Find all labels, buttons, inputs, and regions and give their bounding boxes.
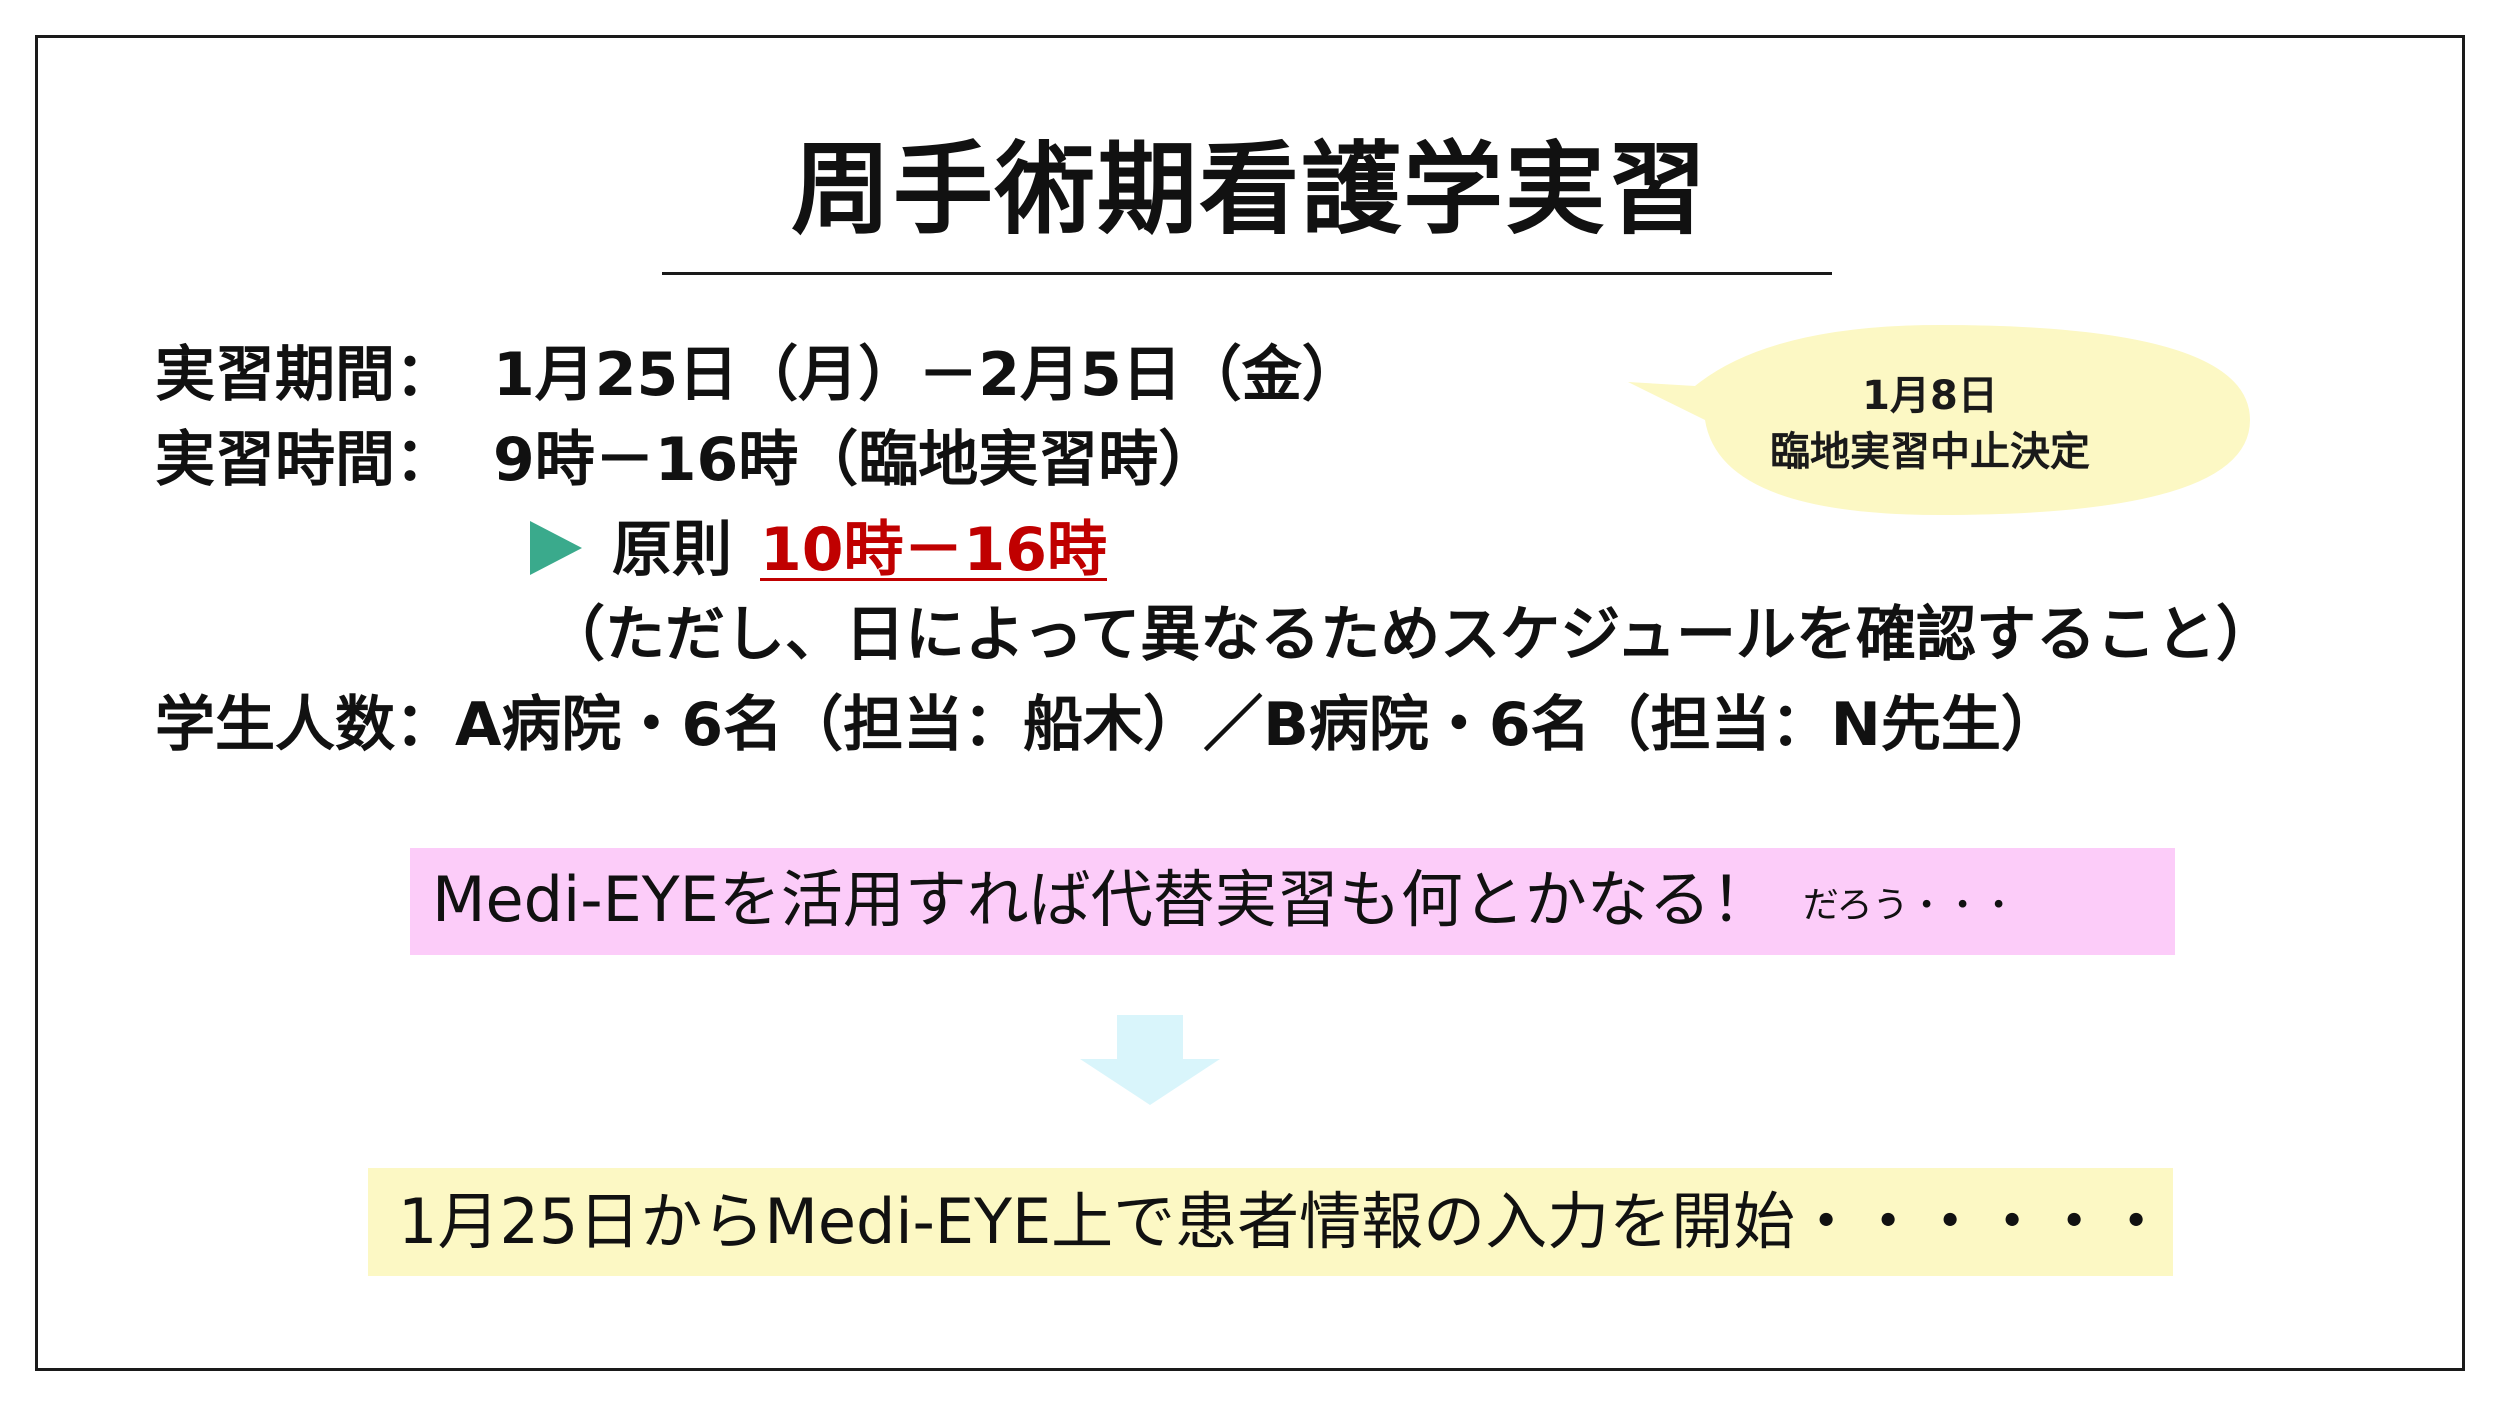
period-label: 実習期間：	[155, 340, 455, 410]
callout-text: 1月8日 臨地実習中止決定	[1600, 368, 2260, 480]
slide-frame	[35, 35, 2465, 1371]
yellow-banner-text: 1月25日からMedi-EYE上で患者情報の入力を開始・・・・・・	[398, 1185, 2168, 1258]
pink-banner: Medi-EYEを活用すれば代替実習も何とかなる！ だろう・・・	[410, 848, 2175, 955]
speech-bubble-callout: 1月8日 臨地実習中止決定	[1600, 320, 2260, 520]
period-value: 1月25日（月）－2月5日（金）	[493, 340, 1362, 410]
down-arrow-icon	[1075, 1015, 1225, 1111]
title-underline	[662, 272, 1832, 275]
hours-value: 9時－16時（臨地実習時）	[493, 425, 1219, 495]
pink-banner-main: Medi-EYEを活用すれば代替実習も何とかなる！	[432, 863, 1773, 936]
principle-row: 原則 10時－16時	[530, 510, 1107, 590]
play-triangle-icon	[530, 521, 582, 576]
yellow-banner: 1月25日からMedi-EYE上で患者情報の入力を開始・・・・・・	[368, 1168, 2173, 1276]
callout-date: 1月8日	[1862, 373, 1998, 419]
hours-row: 実習時間： 9時－16時（臨地実習時）	[155, 420, 1218, 500]
callout-message: 臨地実習中止決定	[1770, 429, 2090, 475]
period-row: 実習期間： 1月25日（月）－2月5日（金）	[155, 335, 1362, 415]
hours-label: 実習時間：	[155, 425, 455, 495]
pink-banner-text: Medi-EYEを活用すれば代替実習も何とかなる！ だろう・・・	[432, 860, 2017, 950]
speech-bubble-shape	[1628, 325, 2250, 515]
principle-highlight: 10時－16時	[760, 515, 1107, 585]
principle-prefix: 原則	[612, 515, 732, 585]
slide-title: 周手術期看護学実習	[791, 131, 1709, 248]
schedule-note: （ただし、日によって異なるためスケジュールを確認すること）	[545, 600, 2276, 670]
pink-banner-suffix: だろう・・・	[1802, 885, 2017, 926]
students-row: 学生人数：A病院・6名（担当：船木）／B病院・6名（担当：N先生）	[155, 690, 2061, 760]
